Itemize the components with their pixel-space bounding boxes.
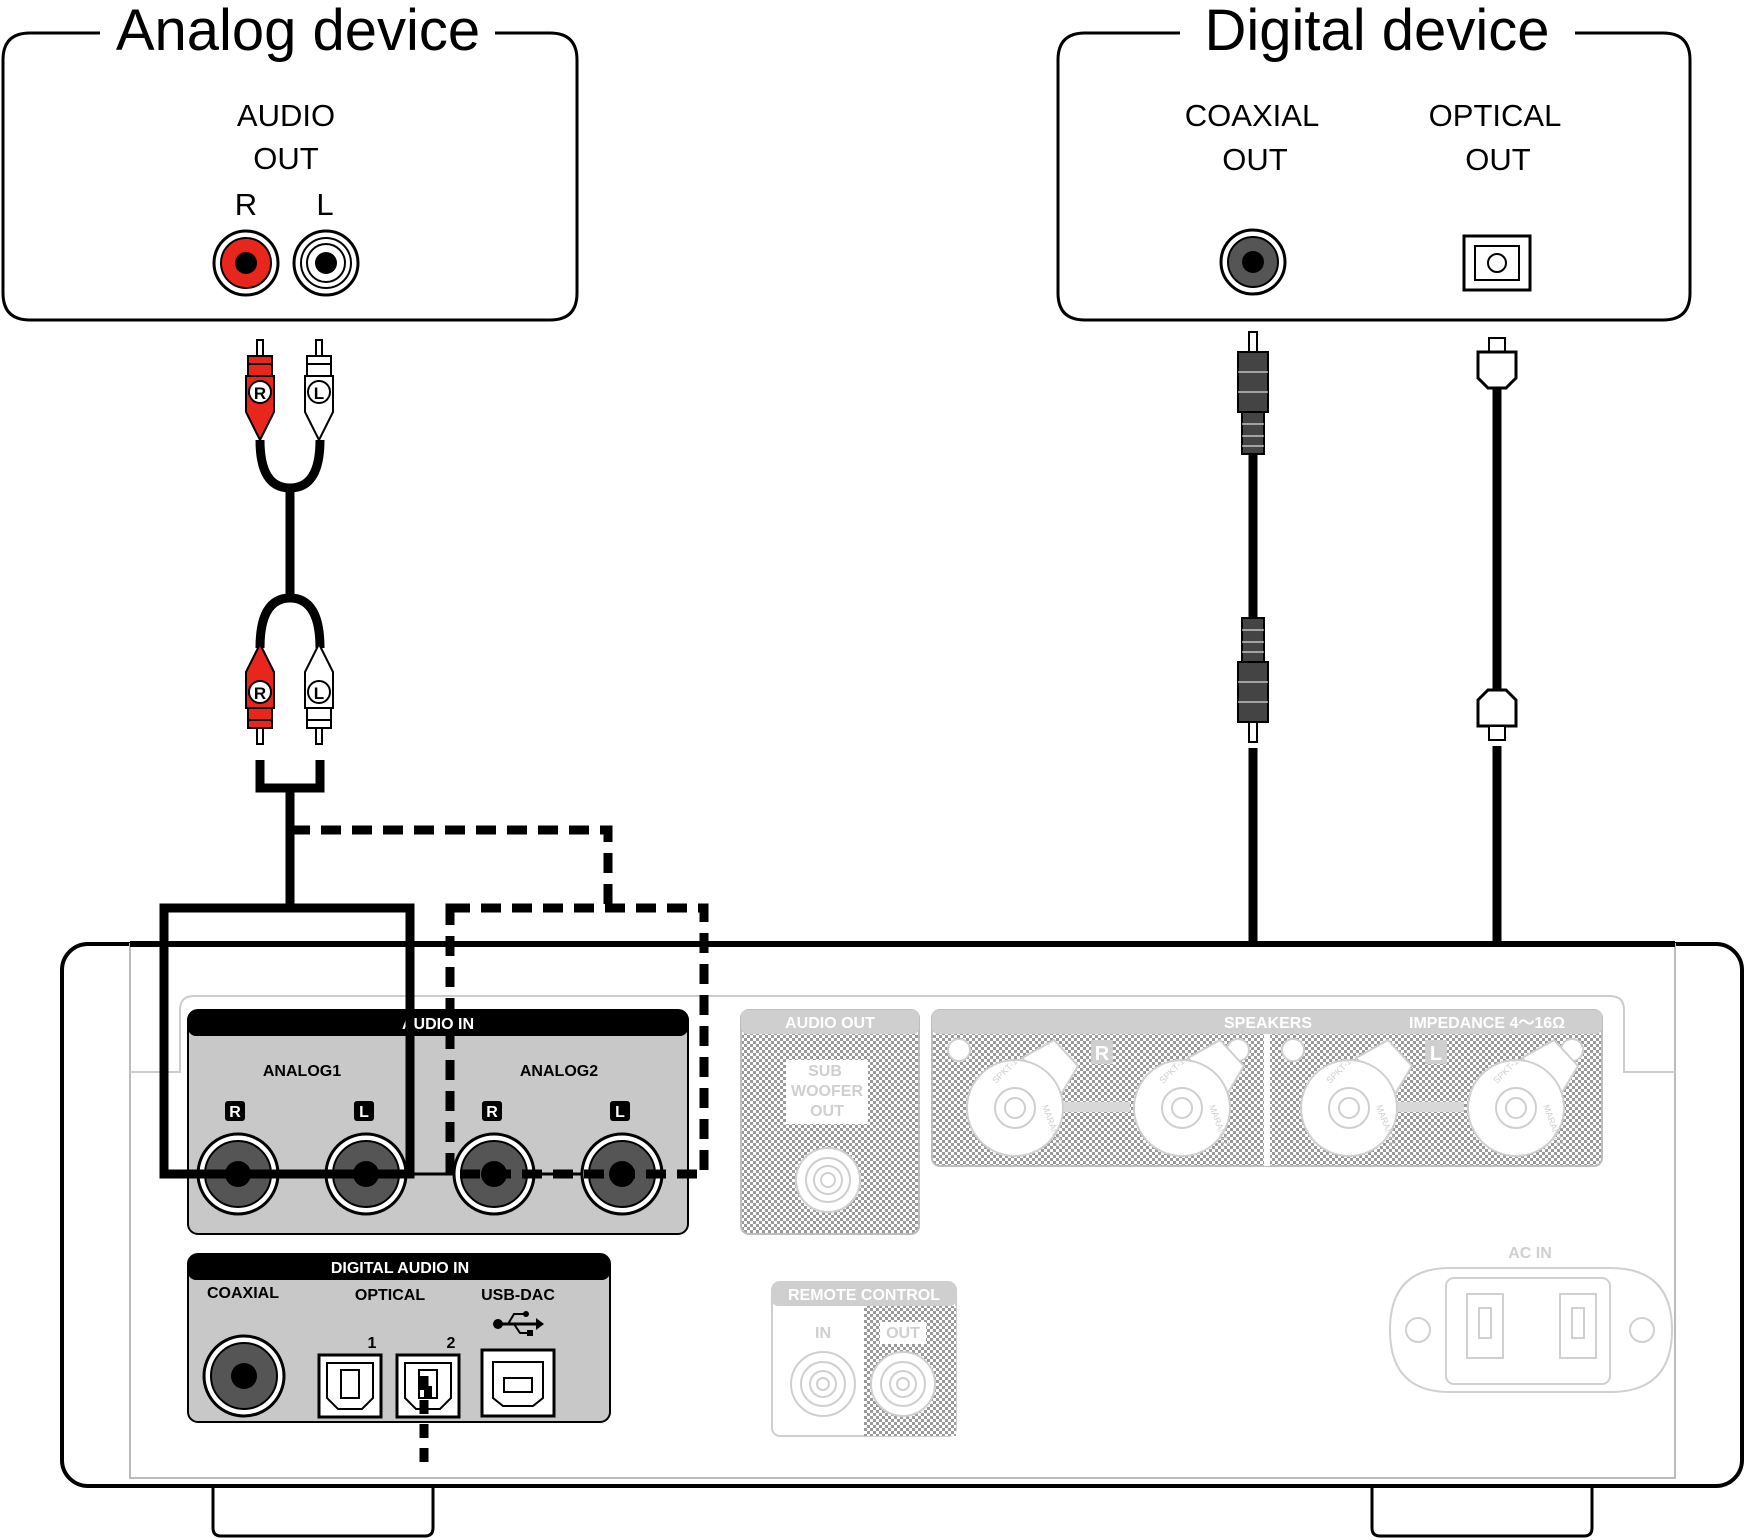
analog2-r-letter: R xyxy=(486,1104,498,1121)
rca-stereo-cable: R L R L xyxy=(245,339,334,745)
ac-inlet xyxy=(1388,1267,1674,1393)
rca-plug-r-bottom-letter: R xyxy=(254,684,266,703)
speaker-r-minus-terminal: SPKT-1 MARANTZ xyxy=(1133,1038,1246,1157)
analog-device-title: Analog device xyxy=(116,0,480,63)
analog1-l-letter: L xyxy=(359,1104,369,1121)
audio-out-title: AUDIO OUT xyxy=(785,1015,875,1032)
remote-out-label: OUT xyxy=(886,1325,920,1342)
rca-plug-l-bottom-letter: L xyxy=(314,684,324,703)
remote-in-label: IN xyxy=(815,1325,831,1342)
analog-out-r-jack xyxy=(212,229,280,297)
analog1-label: ANALOG1 xyxy=(263,1063,341,1080)
optical-in-label: OPTICAL xyxy=(355,1287,425,1304)
subwoofer-line3: OUT xyxy=(810,1103,844,1120)
rca-plug-l-top-letter: L xyxy=(314,384,324,403)
speaker-l-plus-terminal: SPKT-1 MARANTZ xyxy=(1300,1038,1414,1157)
coaxial-out-label-line1: COAXIAL xyxy=(1185,98,1319,133)
analog2-l-tag: L xyxy=(610,1101,630,1121)
remote-in-jack xyxy=(790,1351,856,1417)
analog-l-label: L xyxy=(316,187,333,222)
audio-out-label-line1: AUDIO xyxy=(237,98,335,133)
usb-dac-label: USB-DAC xyxy=(481,1287,555,1304)
usb-b-port xyxy=(480,1348,556,1418)
analog2-r-tag: R xyxy=(482,1101,502,1121)
optical-1-label: 1 xyxy=(368,1335,377,1352)
rca-plug-r-top-letter: R xyxy=(254,384,266,403)
rca-plug-r-top: R xyxy=(245,339,275,443)
digital-device-title: Digital device xyxy=(1205,0,1550,63)
coaxial-out-jack xyxy=(1219,228,1287,296)
analog1-r-letter: R xyxy=(229,1104,241,1121)
amplifier-rear-panel: AUDIO IN ANALOG1 ANALOG2 R L R L DIGITAL… xyxy=(60,941,1744,1538)
analog1-l-tag: L xyxy=(354,1101,374,1121)
analog1-connection xyxy=(159,903,415,1179)
remote-out-jack xyxy=(870,1351,936,1417)
speaker-r-letter: R xyxy=(1095,1043,1110,1065)
speaker-r-plus-terminal: SPKT-1 MARANTZ xyxy=(966,1038,1080,1157)
analog-r-label: R xyxy=(235,187,257,222)
optical-out-jack xyxy=(1462,234,1532,292)
optical-out-label-line1: OPTICAL xyxy=(1429,98,1562,133)
analog2-l-letter: L xyxy=(615,1104,625,1121)
analog1-r-tag: R xyxy=(225,1101,245,1121)
analog2-dashed-route xyxy=(290,825,613,908)
usb-icon xyxy=(493,1311,544,1336)
analog-routing xyxy=(159,760,709,1462)
rca-plug-l-bottom: L xyxy=(304,641,334,745)
speaker-terminals-l: L SPKT-1 MARANTZ SPKT-1 MARANTZ xyxy=(1281,1038,1584,1157)
coaxial-in-label: COAXIAL xyxy=(207,1285,279,1302)
coaxial-out-label-line2: OUT xyxy=(1222,142,1288,177)
coaxial-in-jack xyxy=(202,1334,286,1418)
analog-device: Analog device AUDIO OUT R L xyxy=(1,0,579,322)
subwoofer-line2: WOOFER xyxy=(791,1083,863,1100)
audio-out-label-line2: OUT xyxy=(253,141,319,176)
optical-in-1-jack xyxy=(317,1353,383,1419)
rca-plug-r-bottom: R xyxy=(245,641,275,745)
subwoofer-line1: SUB xyxy=(808,1063,842,1080)
speaker-l-letter: L xyxy=(1430,1043,1442,1065)
impedance-label: IMPEDANCE 4～16Ω xyxy=(1409,1015,1565,1032)
digital-audio-in-title: DIGITAL AUDIO IN xyxy=(331,1260,469,1277)
digital-device: Digital device COAXIAL OUT OPTICAL OUT xyxy=(1056,0,1692,322)
analog-out-l-jack xyxy=(292,229,360,297)
rca-plug-l-top: L xyxy=(304,339,334,443)
remote-control-title: REMOTE CONTROL xyxy=(788,1287,940,1304)
subwoofer-out-jack xyxy=(795,1147,861,1213)
optical-2-label: 2 xyxy=(447,1335,456,1352)
speakers-title: SPEAKERS xyxy=(1224,1015,1312,1032)
ac-in-label: AC IN xyxy=(1508,1245,1552,1262)
optical-out-label-line2: OUT xyxy=(1465,142,1531,177)
analog2-label: ANALOG2 xyxy=(520,1063,598,1080)
audio-in-title: AUDIO IN xyxy=(402,1016,474,1033)
speaker-terminals-r: R SPKT-1 MARANTZ SPKT-1 MARANTZ xyxy=(947,1038,1250,1157)
analog2-connection xyxy=(445,903,709,1179)
